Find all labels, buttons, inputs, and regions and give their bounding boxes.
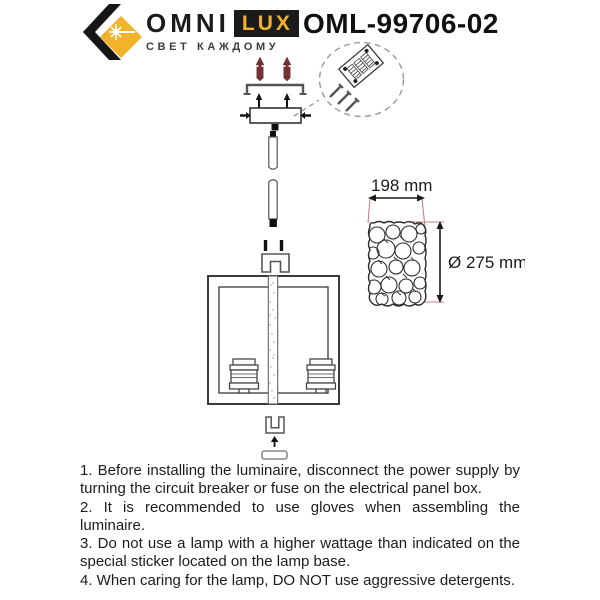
brand-name-secondary: LUX xyxy=(233,9,299,37)
bottom-cap xyxy=(261,450,288,460)
lamp-socket-right xyxy=(305,358,337,394)
terminal-block xyxy=(337,43,385,89)
instructions: 1. Before installing the luminaire, disc… xyxy=(80,462,520,590)
diameter-dimension-label: Ø 275 mm xyxy=(448,253,525,272)
brand-logo: OMNI LUX СВЕТ КАЖДОМУ xyxy=(146,8,299,53)
instruction-item: 2. It is recommended to use gloves when … xyxy=(80,498,520,534)
callout-leader-line xyxy=(293,99,320,117)
alignment-pins xyxy=(263,240,284,251)
canopy-arrow-icons xyxy=(240,112,311,119)
wall-anchor-icons xyxy=(255,56,292,82)
hanger-bracket xyxy=(261,253,290,273)
model-number: OML-99706-02 xyxy=(303,8,499,39)
suspension-rod-lower xyxy=(268,179,278,227)
logo-chevron-icon xyxy=(83,4,121,60)
assembly-arrow-icon xyxy=(270,436,279,447)
bottom-bracket xyxy=(265,416,285,434)
callout-dashed-circle xyxy=(318,41,405,118)
shade-pattern xyxy=(367,220,427,307)
detail-screw-icons xyxy=(329,83,360,112)
instruction-item: 3. Do not use a lamp with a higher watta… xyxy=(80,535,520,571)
logo-sunburst-icon xyxy=(109,24,135,40)
instruction-item: 4. When caring for the lamp, DO NOT use … xyxy=(80,571,515,589)
center-rod xyxy=(267,275,279,405)
instruction-item: 1. Before installing the luminaire, disc… xyxy=(80,462,520,498)
width-dimension-label: 198 mm xyxy=(371,176,432,195)
lamp-socket-left xyxy=(228,358,260,394)
mounting-bracket xyxy=(243,83,307,95)
brand-logo-icon xyxy=(83,4,142,60)
width-dimension-arrow xyxy=(368,194,425,202)
diameter-dimension-arrow xyxy=(436,221,444,303)
brand-name-primary: OMNI xyxy=(146,7,230,38)
assembly-diagram xyxy=(207,56,340,460)
dimension-diagram: 198 mm Ø 275 mm xyxy=(367,176,525,307)
suspension-rod-upper xyxy=(268,131,278,170)
rod-connector xyxy=(271,124,279,131)
connection-detail-callout xyxy=(293,41,405,118)
brand-tagline: СВЕТ КАЖДОМУ xyxy=(146,41,280,53)
